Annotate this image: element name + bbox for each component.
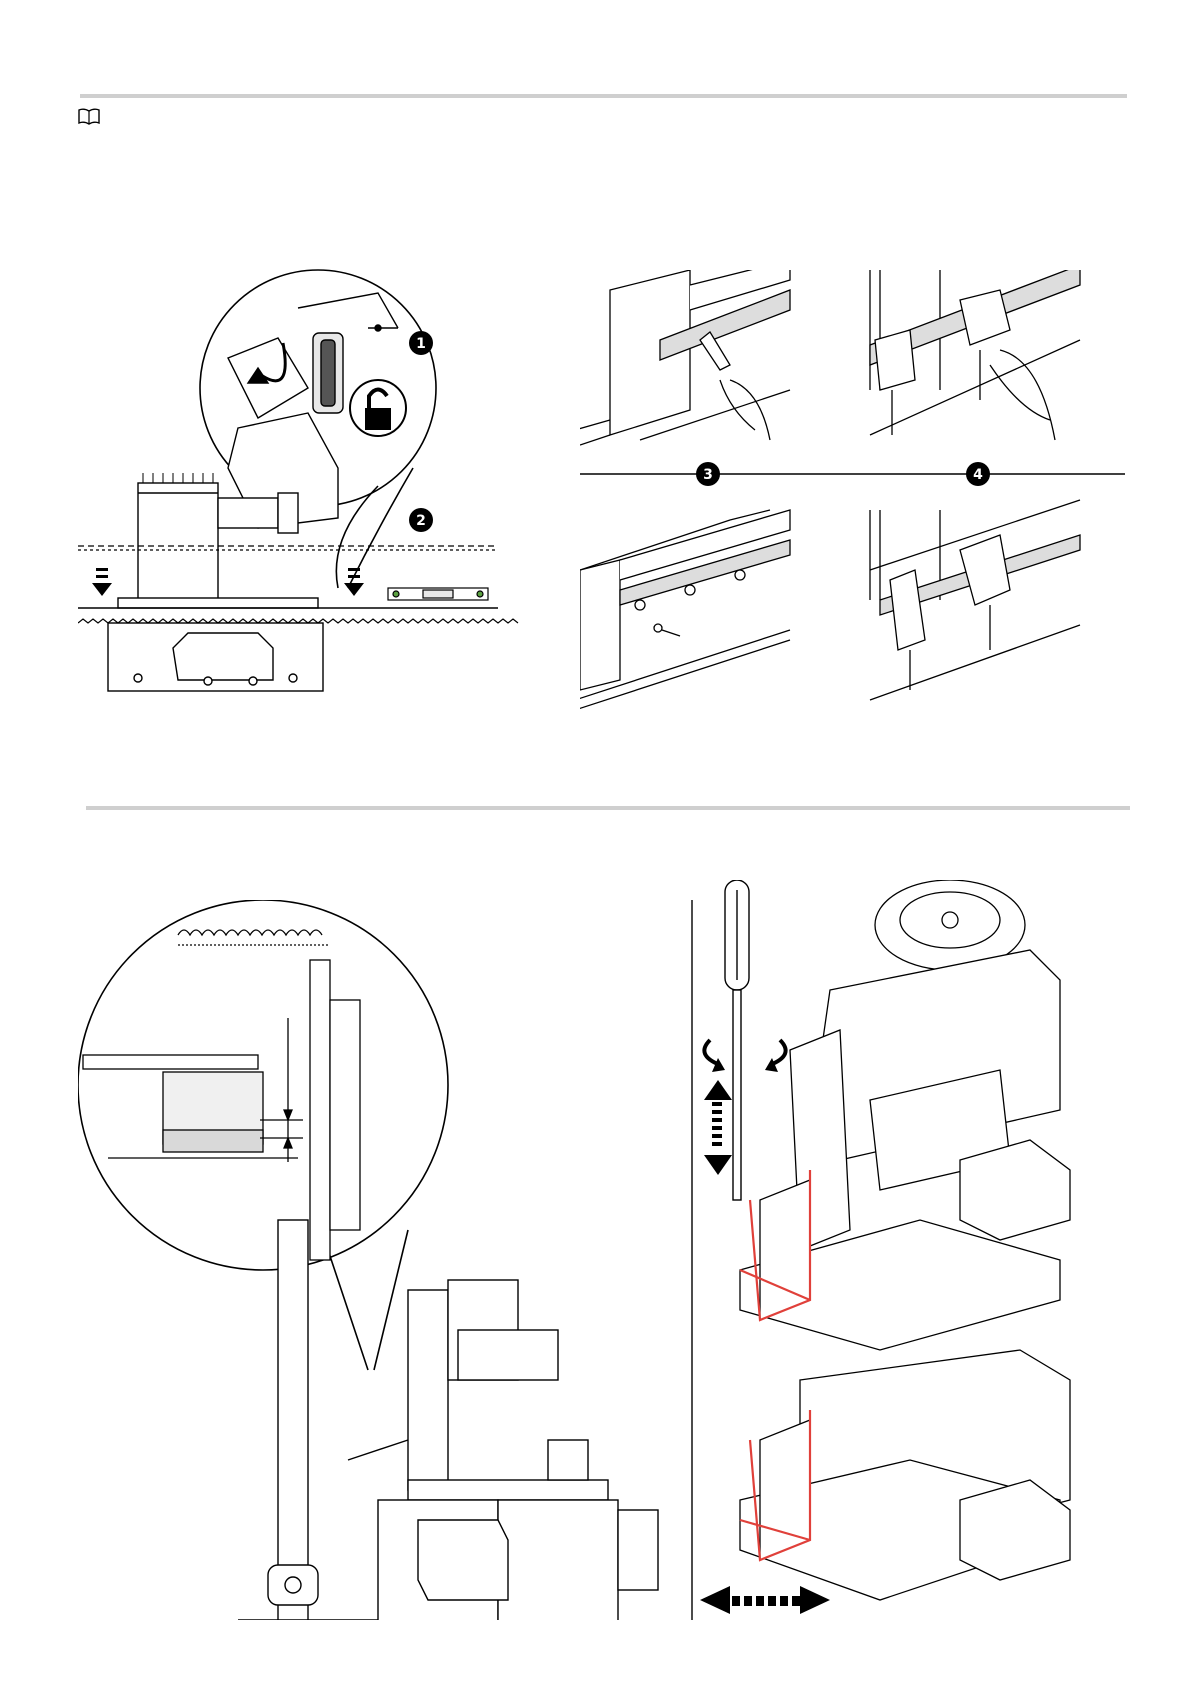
- spirit-level: [388, 588, 488, 600]
- screwdriver-icon: [725, 880, 749, 1200]
- rack-bolt-view-c: [580, 510, 790, 710]
- slide-adjust-arrow: [700, 1586, 830, 1614]
- padlock-open-icon: [350, 380, 406, 436]
- section-view-figure: [78, 900, 698, 1620]
- middle-divider: [86, 806, 1130, 810]
- lower-arrow-left: [92, 568, 112, 596]
- motor-unit-iso-upper: [740, 880, 1070, 1350]
- motor-adjust-figure: [700, 880, 1120, 1670]
- rack-clamp-view-d: [870, 500, 1080, 700]
- motor-unit-iso-lower: [740, 1350, 1070, 1600]
- rack-clamp-view-b: [870, 270, 1080, 440]
- book-icon: [78, 107, 100, 125]
- rotate-arrows-icon: [704, 1040, 785, 1072]
- step-badge-2: 2: [409, 508, 433, 532]
- step-badge-4-label: 4: [973, 467, 983, 483]
- step-badge-4: 4: [966, 462, 990, 486]
- rack-weld-view-a: [580, 270, 790, 445]
- step-badge-1: 1: [409, 331, 433, 355]
- detail-magnifier: [200, 270, 436, 588]
- step-badge-3-label: 3: [703, 467, 713, 483]
- release-lift-figure: 1 2: [78, 268, 538, 758]
- step-badge-1-label: 1: [416, 336, 426, 352]
- motor-unit-side: [348, 1280, 658, 1620]
- top-divider: [80, 94, 1127, 98]
- rack-fixing-figure: 3 4: [580, 270, 1130, 740]
- clearance-detail: [83, 930, 360, 1260]
- lower-arrow-right: [344, 568, 364, 596]
- step-badge-2-label: 2: [416, 513, 426, 529]
- step-badge-3: 3: [696, 462, 720, 486]
- motor-unit-front: [108, 473, 323, 691]
- height-adjust-arrow: [704, 1080, 732, 1175]
